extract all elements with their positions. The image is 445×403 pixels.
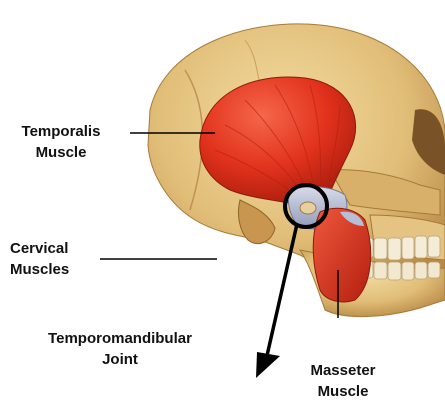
temporomandibular-joint-label: Temporomandibular Joint [20, 328, 220, 370]
masseter-label-line2: Muscle [288, 381, 398, 402]
masseter-muscle-label: Masseter Muscle [288, 360, 398, 402]
tmj-label-line1: Temporomandibular [20, 328, 220, 349]
masseter-label-line1: Masseter [288, 360, 398, 381]
temporalis-label-line1: Temporalis [6, 121, 116, 142]
tmj-arrow [256, 224, 297, 378]
temporalis-label-line2: Muscle [6, 142, 116, 163]
cervical-muscles-label: Cervical Muscles [0, 238, 110, 280]
tmj-label-line2: Joint [20, 349, 220, 370]
cervical-label-line2: Muscles [10, 259, 110, 280]
cervical-label-line1: Cervical [10, 238, 110, 259]
temporalis-muscle-label: Temporalis Muscle [6, 121, 116, 163]
